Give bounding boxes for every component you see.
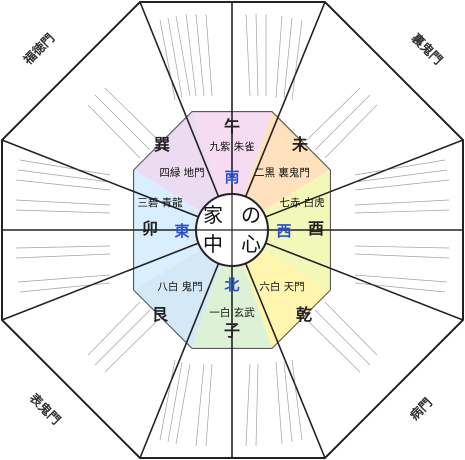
sector-south-kanji: 午 bbox=[224, 117, 240, 136]
sector-north-kanji: 子 bbox=[224, 321, 240, 340]
direction-north-label: 北 bbox=[224, 276, 239, 294]
corner-top-left-label: 福徳門 bbox=[20, 30, 58, 68]
wedge-southwest bbox=[232, 112, 330, 230]
wedge-southeast bbox=[134, 112, 232, 230]
sector-southwest-sub: 二黒 裏鬼門 bbox=[254, 166, 310, 179]
sector-south-sub: 九紫 朱雀 bbox=[209, 140, 254, 153]
direction-south-label: 南 bbox=[224, 168, 239, 186]
center-char-2: の bbox=[241, 203, 261, 227]
corner-top-right-label: 裏鬼門 bbox=[408, 30, 446, 68]
sector-west-sub: 七赤 白虎 bbox=[279, 196, 324, 209]
sector-northeast-kanji: 艮 bbox=[152, 305, 169, 324]
corner-bottom-right-label: 病門 bbox=[407, 395, 435, 423]
center-char-4: 心 bbox=[241, 232, 261, 256]
outer-ring-handwriting bbox=[15, 13, 450, 447]
sector-northeast-sub: 八白 鬼門 bbox=[157, 280, 202, 293]
corner-bottom-left-label: 表鬼門 bbox=[26, 390, 64, 428]
sector-north-sub: 一白 玄武 bbox=[209, 306, 255, 319]
sector-east-sub: 三碧 青龍 bbox=[137, 196, 183, 209]
wedge-northeast bbox=[134, 230, 232, 348]
sector-northwest-kanji: 乾 bbox=[296, 305, 312, 324]
sector-southeast-kanji: 巽 bbox=[154, 135, 170, 154]
sector-southeast-sub: 四緑 地門 bbox=[159, 166, 204, 179]
sector-southwest-kanji: 未 bbox=[291, 135, 308, 154]
wedge-northwest bbox=[232, 230, 330, 348]
center-char-1: 家 bbox=[203, 203, 223, 227]
sector-northwest-sub: 六白 天門 bbox=[259, 280, 304, 293]
sector-east-kanji: 卯 bbox=[142, 219, 158, 238]
direction-east-label: 東 bbox=[174, 222, 189, 240]
direction-west-label: 西 bbox=[276, 222, 291, 240]
sector-west-kanji: 酉 bbox=[308, 219, 324, 238]
center-char-3: 中 bbox=[203, 232, 223, 256]
